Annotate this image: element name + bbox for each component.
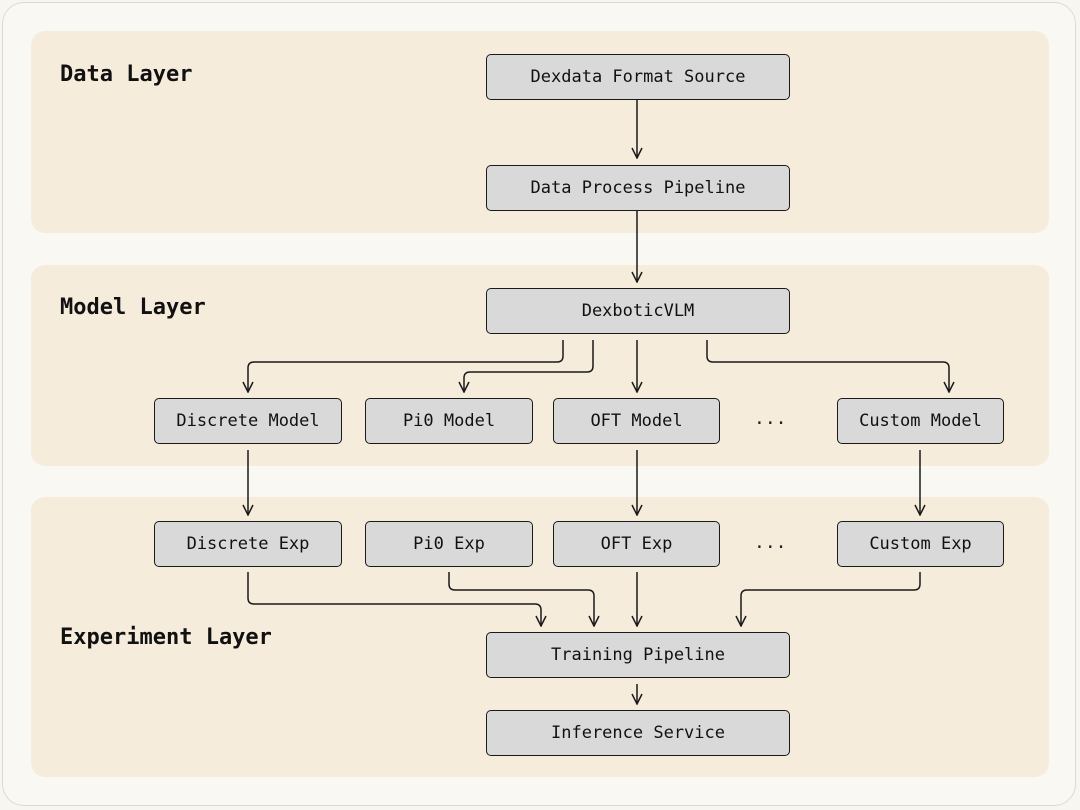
model-ellipsis: ... [754,408,787,429]
node-data-process-pipeline: Data Process Pipeline [486,165,790,211]
node-discrete-model: Discrete Model [154,398,342,444]
node-training-pipeline: Training Pipeline [486,632,790,678]
node-inference-service: Inference Service [486,710,790,756]
node-pi0-model: Pi0 Model [365,398,533,444]
node-custom-model: Custom Model [837,398,1004,444]
model-layer-title: Model Layer [60,295,206,320]
node-oft-exp: OFT Exp [553,521,720,567]
data-layer-title: Data Layer [60,62,193,87]
node-dexbotic-vlm: DexboticVLM [486,288,790,334]
exp-ellipsis: ... [754,532,787,553]
node-discrete-exp: Discrete Exp [154,521,342,567]
node-dexdata-format-source: Dexdata Format Source [486,54,790,100]
experiment-layer-title: Experiment Layer [60,625,272,650]
node-oft-model: OFT Model [553,398,720,444]
node-custom-exp: Custom Exp [837,521,1004,567]
node-pi0-exp: Pi0 Exp [365,521,533,567]
